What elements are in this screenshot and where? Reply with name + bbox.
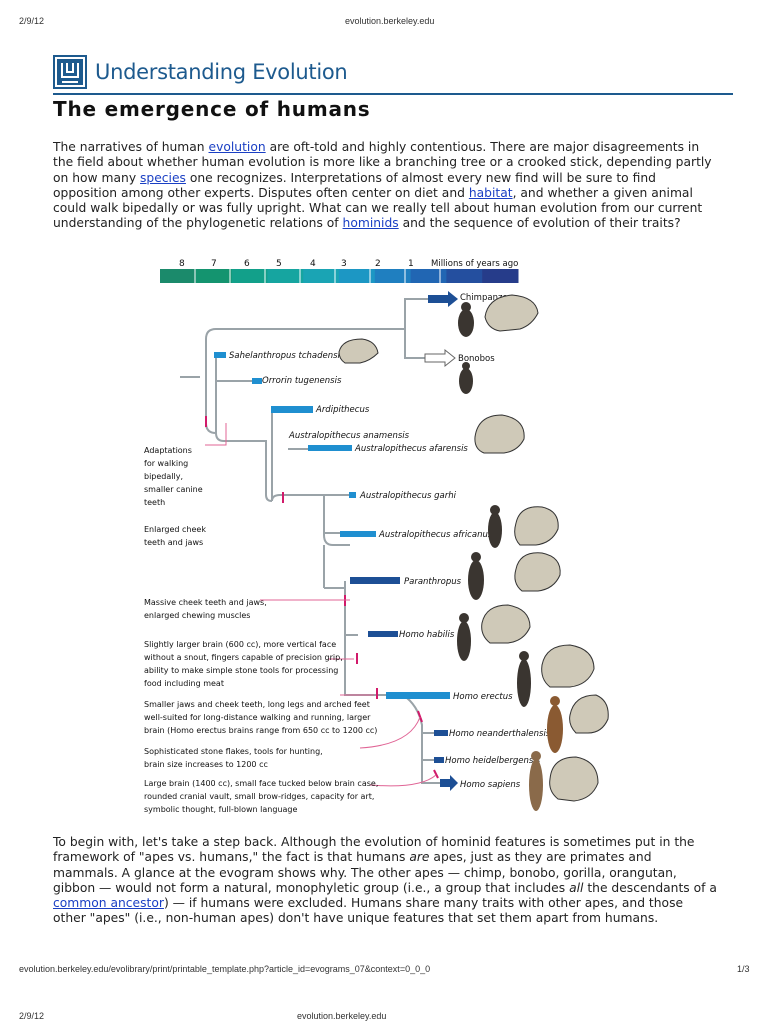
timescale-bar [160, 269, 519, 283]
bar-heidelbergensis [434, 757, 444, 763]
label-paranthropus: Paranthropus [404, 577, 462, 587]
label-orrorin: Orrorin tugenensis [262, 376, 342, 386]
skull-chimpanzee-icon [484, 294, 539, 332]
figure-habilis-icon [457, 621, 471, 661]
skull-neanderthal-icon [569, 694, 609, 734]
label-anamensis: Australopithecus anamensis [288, 431, 410, 441]
label-ardipithecus: Ardipithecus [315, 405, 370, 415]
trait-massive-cheek: Massive cheek teeth and jaws, enlarged c… [144, 598, 269, 620]
label-chimpanzees: Chimpanzees [460, 293, 518, 303]
figure-bonobo-icon [459, 368, 473, 394]
bar-habilis [368, 631, 398, 637]
label-garhi: Australopithecus garhi [359, 491, 457, 501]
footer-page: 1/3 [737, 964, 750, 974]
label-neanderthalensis: Homo neanderthalensis [449, 729, 551, 739]
skull-africanus-icon [514, 506, 559, 546]
timescale-segment [267, 269, 304, 283]
hominid-evogram: 8 7 6 5 4 3 2 1 Millions of years ago [144, 259, 609, 814]
species-bars [214, 352, 450, 763]
tick-label-5: 5 [276, 259, 282, 269]
timescale-segment [446, 269, 483, 283]
label-africanus: Australopithecus africanus [378, 530, 493, 540]
footer-site: evolution.berkeley.edu [297, 1011, 387, 1021]
trait-enlarged-cheek: Enlarged cheek teeth and jaws [144, 525, 209, 547]
body-paragraph: To begin with, let's take a step back. A… [53, 835, 717, 926]
label-sahelanthropus: Sahelanthropus tchadensis [229, 351, 345, 361]
bar-africanus [340, 531, 376, 537]
arrow-bonobos [424, 348, 456, 368]
skull-erectus-icon [541, 644, 595, 688]
bar-sahelanthropus [214, 352, 226, 358]
trait-large-brain: Large brain (1400 cc), small face tucked… [144, 779, 381, 814]
label-heidelbergensis: Homo heidelbergensis [445, 756, 541, 766]
skull-sahelanthropus-icon [338, 338, 379, 364]
tick-label-7: 7 [211, 259, 217, 269]
figure-illustrations [457, 302, 563, 811]
figure-paranthropus-icon [468, 560, 484, 600]
trait-smaller-jaws: Smaller jaws and cheek teeth, long legs … [144, 700, 377, 735]
timescale-segment [482, 269, 519, 283]
tree-branches [180, 298, 440, 784]
figure-erectus-icon [517, 659, 531, 707]
bar-afarensis [320, 445, 352, 451]
skull-afarensis-icon [474, 414, 525, 454]
figure-sapiens-icon [529, 759, 543, 811]
trait-leader-lines [205, 423, 437, 787]
skull-paranthropus-icon [514, 552, 561, 592]
bar-paranthropus [350, 577, 400, 584]
link-evolution[interactable]: evolution [208, 140, 266, 154]
site-title[interactable]: Understanding Evolution [95, 60, 348, 84]
trait-brain-600: Slightly larger brain (600 cc), more ver… [144, 640, 345, 688]
bar-erectus [386, 692, 450, 699]
label-bonobos: Bonobos [458, 354, 495, 364]
timescale-segment [303, 269, 340, 283]
print-site: evolution.berkeley.edu [345, 16, 435, 26]
tick-label-6: 6 [244, 259, 250, 269]
tick-label-4: 4 [310, 259, 316, 269]
skull-habilis-icon [481, 604, 531, 644]
label-erectus: Homo erectus [453, 692, 513, 702]
timescale-segment [374, 269, 412, 283]
figure-chimpanzee-icon [458, 309, 474, 337]
label-sapiens: Homo sapiens [460, 780, 521, 790]
page-title: The emergence of humans [53, 97, 371, 121]
timescale-label: Millions of years ago [431, 259, 518, 269]
arrow-chimpanzees [428, 291, 458, 307]
timescale-segment [195, 269, 233, 283]
tick-label-8: 8 [179, 259, 185, 269]
label-habilis: Homo habilis [399, 630, 455, 640]
link-habitat[interactable]: habitat [468, 185, 513, 200]
skull-illustrations [338, 294, 609, 802]
arrow-sapiens [440, 775, 458, 791]
intro-paragraph: The narratives of human evolution are of… [53, 140, 712, 231]
bar-orrorin [252, 378, 262, 384]
site-logo-icon[interactable] [53, 55, 87, 89]
bar-neanderthalensis [434, 730, 448, 736]
skull-sapiens-icon [549, 756, 599, 802]
tick-label-1: 1 [408, 259, 414, 269]
link-species[interactable]: species [140, 170, 186, 185]
figure-neanderthal-icon [547, 705, 563, 753]
trait-bipedal: Adaptations for walking bipedally, small… [144, 446, 205, 507]
tick-label-2: 2 [375, 259, 381, 269]
footer-url: evolution.berkeley.edu/evolibrary/print/… [19, 964, 431, 974]
figure-africanus-icon [488, 512, 502, 548]
tick-label-3: 3 [341, 259, 347, 269]
timescale-segment [410, 269, 447, 283]
bar-garhi [349, 492, 356, 498]
trait-ticks [205, 416, 439, 779]
timescale-segment [160, 269, 197, 283]
header-rule [53, 93, 733, 95]
bar-anamensis [308, 445, 320, 451]
link-common-ancestor[interactable]: common ancestor [53, 896, 164, 911]
footer-date: 2/9/12 [19, 1011, 45, 1021]
link-hominids[interactable]: hominids [342, 216, 399, 231]
trait-stone-flakes: Sophisticated stone flakes, tools for hu… [144, 747, 325, 769]
label-afarensis: Australopithecus afarensis [354, 444, 468, 454]
bar-ardipithecus [271, 406, 313, 413]
print-date: 2/9/12 [19, 16, 45, 26]
timescale-segment [231, 269, 268, 283]
timescale-segment [339, 269, 376, 283]
